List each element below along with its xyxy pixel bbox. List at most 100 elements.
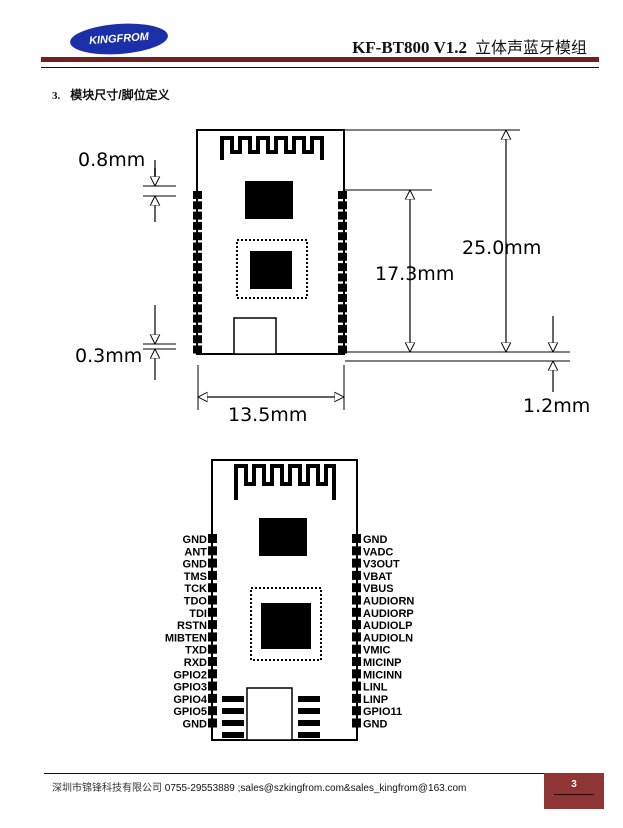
- pad: [193, 211, 202, 220]
- pin-label: LINL: [363, 682, 388, 694]
- chip: [250, 251, 292, 289]
- pad: [338, 242, 347, 251]
- pad: [193, 221, 202, 230]
- document-title: KF-BT800 V1.2 立体声蓝牙模组: [352, 34, 587, 58]
- pin-label: MIBTEN: [165, 632, 207, 644]
- pad: [338, 324, 347, 333]
- pad: [338, 335, 347, 344]
- left-pin-labels: GNDANTGNDTMSTCKTDOTDIRSTNMIBTENTXDRXDGPI…: [165, 534, 208, 731]
- pin-label: VBUS: [363, 583, 394, 595]
- pad: [338, 211, 347, 220]
- smd-pad: [222, 696, 244, 702]
- pad: [352, 657, 361, 666]
- pin-label: RSTN: [177, 620, 207, 632]
- page-number: 3: [571, 779, 577, 790]
- pad: [338, 273, 347, 282]
- pad: [352, 570, 361, 580]
- product-name-cn: 立体声蓝牙模组: [474, 38, 587, 57]
- top-pads: [193, 191, 347, 354]
- pad: [338, 294, 347, 302]
- flash-chip: [246, 687, 293, 741]
- phone-number: 0755-29553889: [164, 783, 235, 794]
- pin-label: RXD: [184, 657, 207, 669]
- crystal: [245, 181, 293, 219]
- pad: [338, 283, 347, 292]
- pin-label: TMS: [184, 571, 207, 583]
- pad: [208, 558, 217, 568]
- pad: [338, 191, 347, 199]
- pin-label: AUDIORN: [363, 596, 414, 608]
- pin-label: GPIO11: [363, 706, 402, 718]
- pin-label: GND: [183, 534, 208, 546]
- pin-label: LINP: [363, 694, 388, 706]
- pin-label: GND: [363, 534, 388, 546]
- pad: [338, 221, 347, 230]
- smd-pad: [298, 696, 320, 702]
- model-name: KF-BT800 V1.2: [352, 38, 467, 57]
- pad: [193, 191, 202, 199]
- thickness-label: 1.2mm: [523, 395, 590, 417]
- pad: [208, 657, 217, 666]
- smd-pad: [222, 720, 244, 726]
- header-rule-thin: [41, 67, 599, 68]
- section-heading: 3.模块尺寸/脚位定义: [52, 86, 170, 103]
- email-addresses: ;sales@szkingfrom.com&sales_kingfrom@163…: [237, 783, 467, 794]
- footer-contact: 深圳市锦锋科技有限公司 0755-29553889 ;sales@szkingf…: [52, 779, 466, 794]
- section-title: 模块尺寸/脚位定义: [70, 88, 170, 102]
- pad: [208, 595, 217, 605]
- width-label: 13.5mm: [228, 404, 307, 426]
- pin-label: AUDIORP: [363, 608, 414, 620]
- pad: [193, 345, 202, 354]
- pad: [193, 324, 202, 333]
- pin-span-label: 17.3mm: [375, 263, 454, 285]
- pad: [352, 595, 361, 605]
- pad: [193, 232, 202, 241]
- pad: [352, 718, 361, 728]
- pad: [208, 607, 217, 617]
- pad: [338, 345, 347, 354]
- pad: [208, 620, 217, 630]
- pad: [352, 546, 361, 556]
- smd-pad: [298, 720, 320, 726]
- pin-label: TDI: [189, 608, 207, 620]
- pin-label: AUDIOLN: [363, 632, 413, 644]
- chip-pins: [250, 587, 322, 661]
- pad: [208, 706, 217, 716]
- pad: [193, 314, 202, 323]
- antenna-trace: [220, 136, 324, 160]
- pin-label: VMIC: [363, 645, 391, 657]
- pad: [352, 693, 361, 703]
- pad: [208, 534, 217, 543]
- crystal: [259, 518, 307, 556]
- pad: [338, 232, 347, 241]
- pin-label: GND: [183, 719, 208, 731]
- pin-label: AUDIOLP: [363, 620, 413, 632]
- dimension-drawing: [143, 129, 570, 410]
- pin-label: MICINP: [363, 657, 402, 669]
- bottom-pads: [208, 534, 361, 738]
- company-name: 深圳市锦锋科技有限公司: [52, 783, 162, 794]
- pad: [338, 314, 347, 323]
- pin-label: GND: [363, 719, 388, 731]
- chip: [261, 603, 311, 649]
- pad: [193, 304, 202, 313]
- pad: [352, 607, 361, 617]
- pad: [193, 252, 202, 261]
- pad: [193, 294, 202, 302]
- header-rule: [41, 57, 599, 62]
- pad: [193, 273, 202, 282]
- pinout-drawing: [211, 459, 358, 741]
- pin-label: TXD: [185, 645, 207, 657]
- pad: [352, 706, 361, 716]
- pad: [193, 283, 202, 292]
- pad: [352, 534, 361, 543]
- page-number-box: 3: [544, 773, 604, 809]
- smd-pad: [222, 732, 244, 738]
- pad: [208, 693, 217, 703]
- pad: [352, 558, 361, 568]
- pad: [193, 335, 202, 344]
- pad: [352, 632, 361, 642]
- pad-gap-label: 0.3mm: [75, 345, 142, 367]
- pad: [352, 669, 361, 679]
